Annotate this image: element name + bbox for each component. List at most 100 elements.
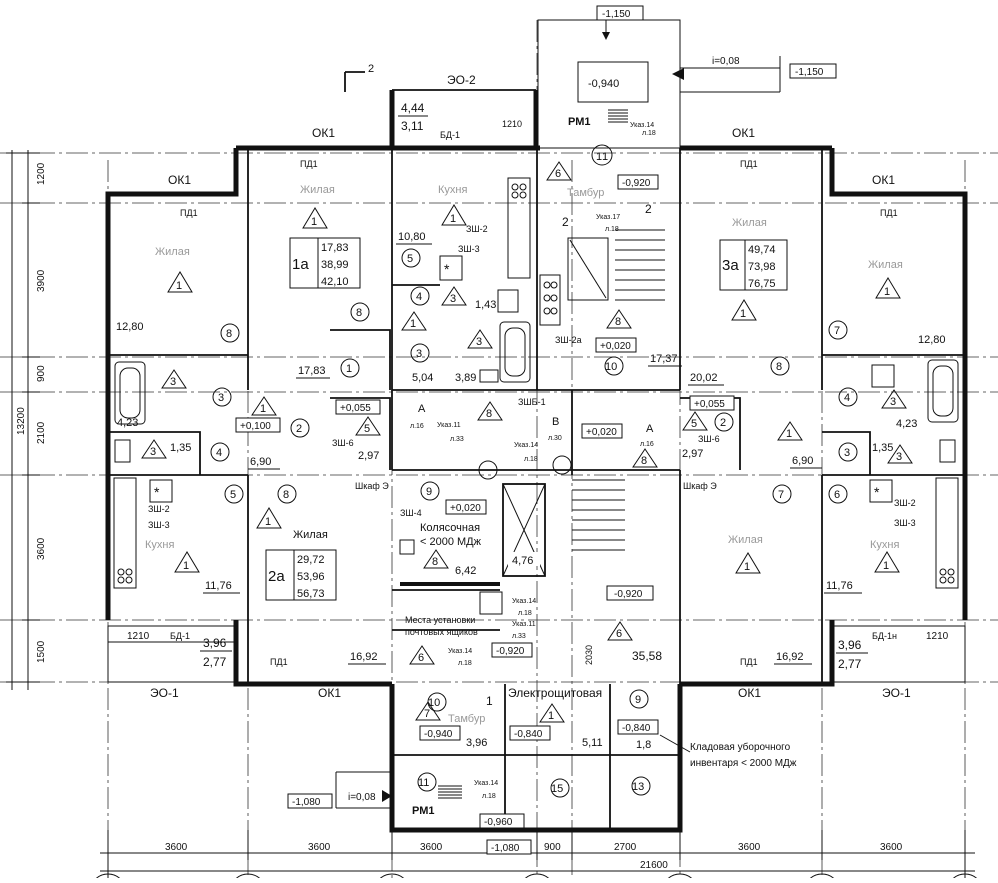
marker-6-lr: 6: [834, 489, 840, 501]
l18-mail: л.18: [518, 610, 532, 617]
apartment-1a: ПД1 Жилая 1 1а 17,83 38,99 42,10 17,83 1…: [116, 159, 370, 379]
mailboxes-2: почтовых ящиков: [405, 627, 478, 637]
zsh6-right: ЗШ-6: [698, 434, 720, 444]
marker-4-left: 4: [216, 447, 222, 459]
area-4-23-left: 4,23: [117, 417, 138, 429]
dim-1210-left: 1210: [127, 631, 150, 642]
zsh1: ЗШБ-1: [518, 397, 546, 407]
slope-bottom: i=0,08: [348, 792, 376, 803]
marker-8-1a: 8: [356, 307, 362, 319]
level-top-right: -1,150: [795, 67, 824, 78]
label-ok1-left: ОК1: [168, 173, 191, 187]
zsh2-left: ЗШ-2: [148, 504, 170, 514]
marker-4-right: 4: [844, 392, 850, 404]
apt-2a-code: 2а: [268, 568, 285, 585]
room-zhilaya-3a: Жилая: [732, 217, 767, 229]
inner-walls: [108, 148, 965, 830]
sec-A-left: А: [418, 403, 426, 415]
level-m0840-klad: -0,840: [622, 723, 651, 734]
dim-bottom-2: 3600: [308, 842, 331, 853]
marker-13: 13: [632, 781, 644, 793]
kitchen-left: * ЗШ-2 ЗШ-3 5 Кухня 1 11,76: [113, 477, 244, 594]
ukaz14-corr: Указ.14: [514, 442, 538, 449]
area-1-35-right: 1,35: [872, 442, 893, 454]
label-rm1-bottom: РМ1: [412, 805, 434, 817]
corridor-right-tri: 1: [786, 428, 792, 440]
marker-11-a: 1: [596, 151, 602, 163]
dim-bottom-7: 3600: [880, 842, 903, 853]
label-ok1-bottom-left: ОК1: [318, 686, 341, 700]
corridor-left-tri: 1: [260, 403, 266, 415]
marker-8-3a: 8: [776, 361, 782, 373]
label-eo1-right: ЭО-1: [882, 686, 911, 700]
kol-tri: 8: [432, 556, 438, 568]
area-3-89: 3,89: [455, 372, 476, 384]
dim-1210-top: 1210: [502, 119, 522, 129]
marker-5-left: 5: [230, 489, 236, 501]
l18-ukaz17: л.18: [605, 226, 619, 233]
dim-left-total: 13200: [16, 407, 27, 435]
ukaz14-lower: Указ.14: [448, 648, 472, 655]
left-dimensions: 1200 3900 900 2100 3600 1500 13200: [6, 150, 47, 690]
apt-1a-v1: 17,83: [321, 242, 349, 254]
asterisk-left: *: [154, 484, 160, 500]
bath-tri-3: 3: [450, 293, 456, 305]
area-20-02: 20,02: [690, 372, 718, 384]
room-left-num: 1: [176, 280, 182, 292]
area-1-35-left: 1,35: [170, 442, 191, 454]
l18-lower: л.18: [458, 660, 472, 667]
level-p0020-corr: +0,020: [586, 427, 617, 438]
marker-2-right: 2: [720, 417, 726, 429]
dim-left-5: 3600: [36, 537, 47, 560]
kitchen-right-num: 1: [883, 560, 889, 572]
label-bd1-top: БД-1: [440, 130, 460, 140]
room-kuhnya-right: Кухня: [870, 539, 899, 551]
area-1-43: 1,43: [475, 299, 496, 311]
sec-B: В: [552, 416, 559, 428]
tambur-bottom-tri: 7: [424, 708, 430, 720]
l33-mail: л.33: [512, 633, 526, 640]
apartment-3a: ПД1 Жилая 3а 49,74 73,98 76,75 1 20,02 8…: [688, 159, 946, 386]
area-17-83: 17,83: [298, 365, 326, 377]
l18-bottom: л.18: [482, 793, 496, 800]
left-wc-tri: 3: [150, 446, 156, 458]
kitchen-right: * ЗШ-2 ЗШ-3 Кухня 1 11,76: [824, 477, 959, 594]
zsh6-left: ЗШ-6: [332, 438, 354, 448]
section-mark: 2 ЭО-2: [344, 63, 476, 92]
ukaz14-top: Указ.14: [630, 122, 654, 129]
apt-1a-code: 1а: [292, 256, 309, 273]
zsh2-right: ЗШ-2: [894, 498, 916, 508]
apt-3a-v1: 49,74: [748, 244, 776, 256]
apt-1a-v2: 38,99: [321, 259, 349, 271]
apartment-lower-right: 7 6 Жилая 1 ПД1 16,92 ОК1: [728, 484, 848, 700]
kitchen-left-num: 1: [183, 560, 189, 572]
dim-left-2: 3900: [36, 269, 47, 292]
elec-tri: 1: [548, 710, 554, 722]
area-3-96-left: 3,96: [203, 636, 227, 650]
label-ok1-bottom-right: ОК1: [738, 686, 761, 700]
shkaf-left: Шкаф Э: [355, 481, 389, 491]
ukaz17: Указ.17: [596, 214, 620, 221]
kitchen-top-num: 1: [450, 213, 456, 225]
marker-4-1a: 4: [416, 291, 422, 303]
level-m0920-stair: -0,920: [614, 589, 643, 600]
marker-11-bottom: 11: [418, 777, 429, 789]
dim-bottom-total: 21600: [640, 860, 668, 871]
level-p0020-stair: +0,020: [600, 341, 631, 352]
elevator-stair: 4,76 -0,920 Указ.14 л.18 Указ.11 л.33 Ме…: [405, 479, 662, 667]
bath-tri-3b: 3: [476, 336, 482, 348]
area-5-04: 5,04: [412, 372, 433, 384]
l30: л.30: [548, 435, 562, 442]
level-m1080-left: -1,080: [292, 797, 321, 808]
room-zhilaya-2a: Жилая: [293, 529, 328, 541]
marker-7-lr: 7: [778, 489, 784, 501]
dim-left-1: 1200: [36, 162, 47, 185]
label-eo1-left: ЭО-1: [150, 686, 179, 700]
level-p0055-left: +0,055: [340, 403, 371, 414]
room-kuhnya-left: Кухня: [145, 539, 174, 551]
area-12-80-left: 12,80: [116, 321, 144, 333]
area-4-23-right: 4,23: [896, 418, 917, 430]
pd1-1a: ПД1: [300, 159, 318, 169]
level-p0055-right: +0,055: [694, 399, 725, 410]
slope-top: i=0,08: [712, 56, 740, 67]
